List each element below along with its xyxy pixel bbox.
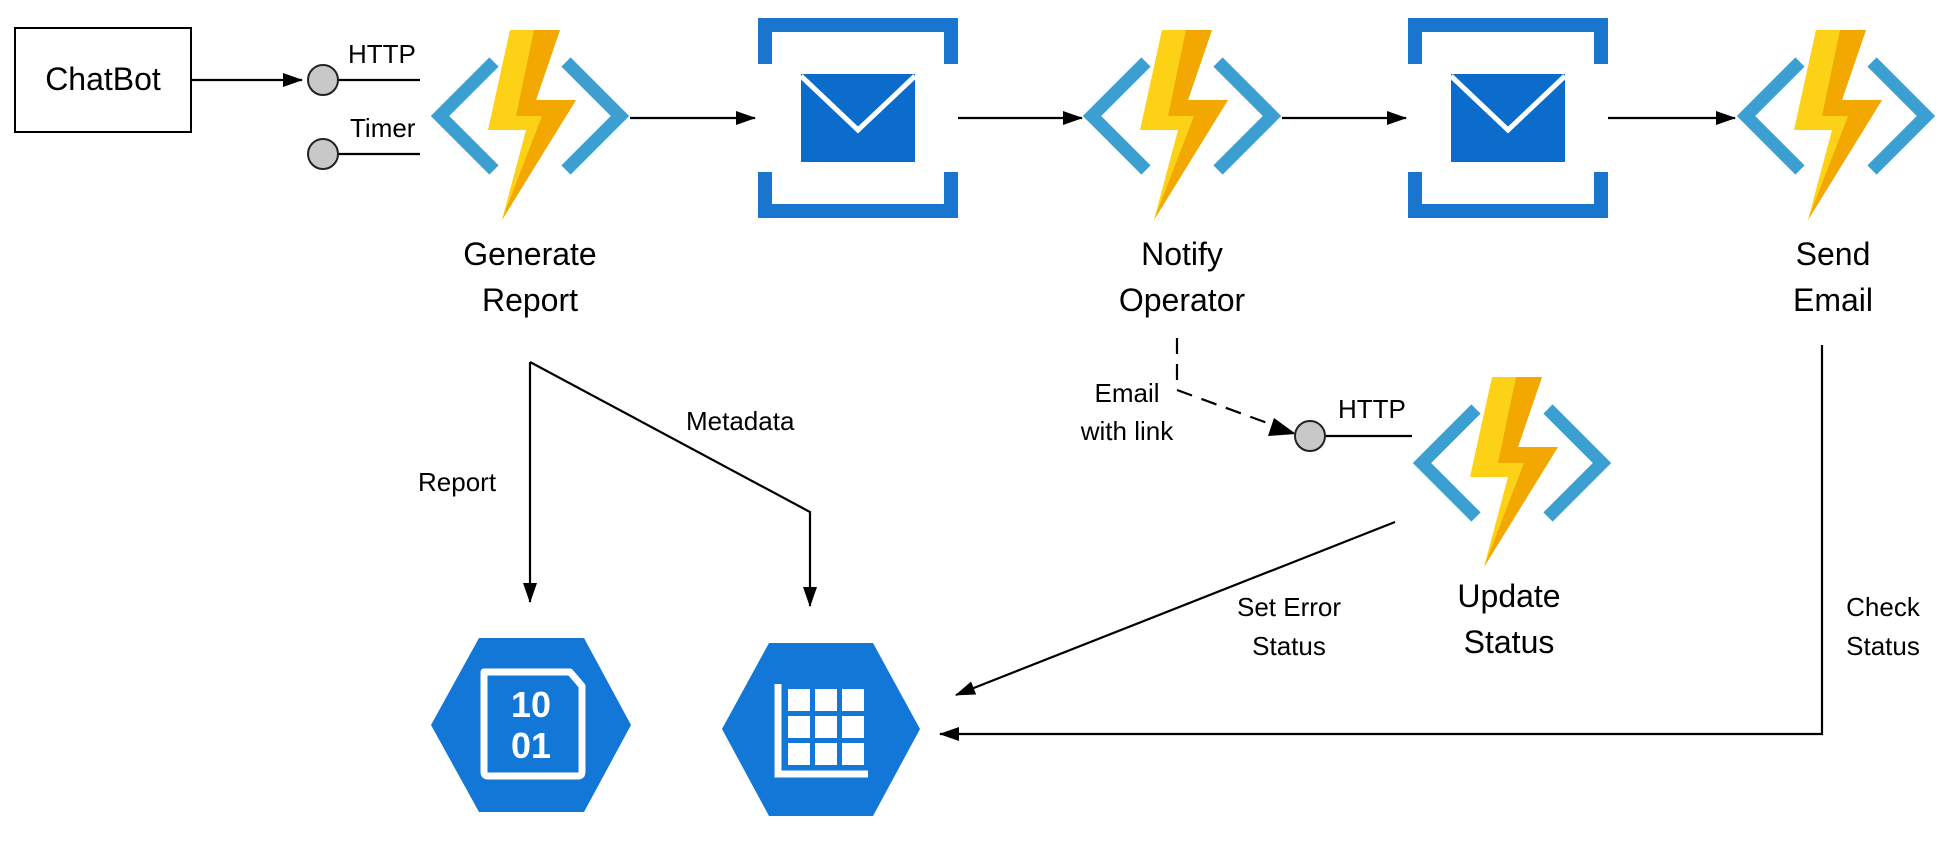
storage-queue-icon xyxy=(758,18,958,218)
http-trigger-label: HTTP xyxy=(348,39,416,69)
update-status-label-2: Status xyxy=(1464,624,1555,660)
storage-queue-icon xyxy=(1408,18,1608,218)
send-email-label-2: Email xyxy=(1793,282,1873,318)
azure-function-icon xyxy=(440,30,620,220)
azure-function-icon xyxy=(1746,30,1926,220)
trigger-node-icon xyxy=(1294,420,1412,452)
http-trigger-label-update: HTTP xyxy=(1338,394,1406,424)
edge-metadata-to-table xyxy=(529,361,817,607)
edge-set-error-status xyxy=(955,520,1396,697)
edge-email-with-link xyxy=(1175,338,1293,434)
azure-function-icon xyxy=(1092,30,1272,220)
edge-check-status xyxy=(939,345,1824,741)
send-email-label-1: Send xyxy=(1796,236,1871,272)
check-status-label-2: Status xyxy=(1846,631,1920,661)
metadata-edge-label: Metadata xyxy=(686,406,795,436)
email-with-link-label-2: with link xyxy=(1080,416,1174,446)
email-link-arrowhead xyxy=(1268,418,1296,436)
email-with-link-label-1: Email xyxy=(1094,378,1159,408)
trigger-node-icon xyxy=(307,138,420,170)
generate-report-label-2: Report xyxy=(482,282,578,318)
update-status-label-1: Update xyxy=(1457,578,1560,614)
azure-function-icon xyxy=(1422,377,1602,567)
binary-text-2: 01 xyxy=(511,725,551,766)
notify-operator-label-2: Operator xyxy=(1119,282,1246,318)
report-edge-label: Report xyxy=(418,467,497,497)
set-error-status-label-1: Set Error xyxy=(1237,592,1341,622)
notify-operator-label-1: Notify xyxy=(1141,236,1223,272)
generate-report-label-1: Generate xyxy=(463,236,596,272)
timer-trigger-label: Timer xyxy=(350,113,416,143)
set-error-status-label-2: Status xyxy=(1252,631,1326,661)
blob-storage-icon: 10 01 xyxy=(431,638,631,812)
trigger-node-icon xyxy=(307,64,420,96)
table-storage-icon xyxy=(722,643,920,816)
chatbot-node: ChatBot xyxy=(14,27,192,133)
chatbot-label: ChatBot xyxy=(45,61,161,97)
binary-text-1: 10 xyxy=(511,684,551,725)
check-status-label-1: Check xyxy=(1846,592,1921,622)
